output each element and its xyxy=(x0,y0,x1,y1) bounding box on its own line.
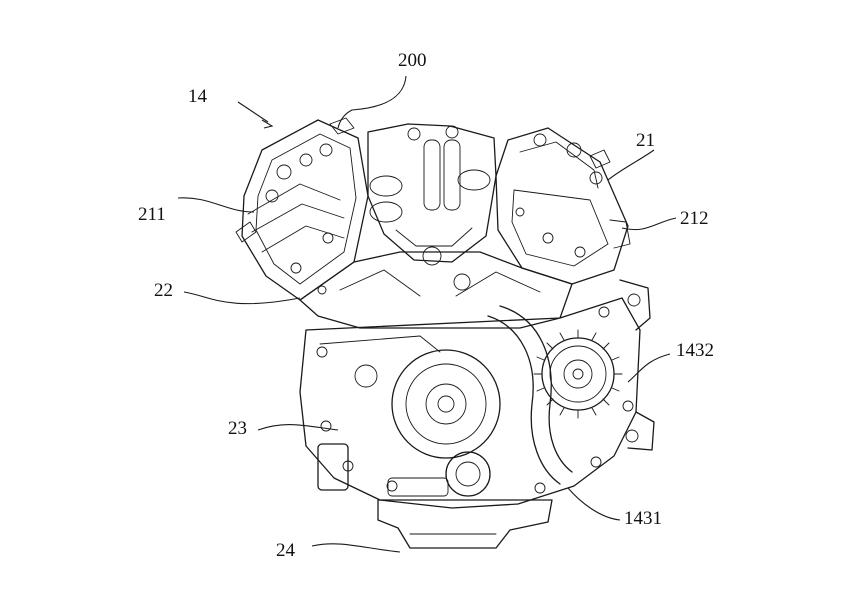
label-1432: 1432 xyxy=(676,340,714,361)
cylinder-block xyxy=(299,251,573,329)
label-24: 24 xyxy=(276,540,296,561)
label-21: 21 xyxy=(636,130,655,151)
mount-bracket xyxy=(619,279,655,451)
label-211: 211 xyxy=(138,204,166,225)
clutch-cover xyxy=(391,349,501,459)
label-200: 200 xyxy=(398,50,427,71)
oil-filter xyxy=(317,443,491,497)
leader-lines xyxy=(177,75,677,553)
right-cylinder-head xyxy=(495,127,631,285)
label-14: 14 xyxy=(188,86,208,107)
label-22: 22 xyxy=(154,280,173,301)
label-1431: 1431 xyxy=(624,508,662,529)
label-23: 23 xyxy=(228,418,247,439)
left-cylinder-head xyxy=(235,117,369,301)
oil-pan xyxy=(377,499,553,549)
reference-numerals: 14 200 21 211 212 22 1432 23 1431 24 xyxy=(138,50,714,561)
crankcase xyxy=(299,297,641,509)
coolant-pipe xyxy=(487,305,573,485)
drive-gear xyxy=(533,329,623,419)
label-212: 212 xyxy=(680,208,709,229)
intake-manifold xyxy=(367,123,497,266)
